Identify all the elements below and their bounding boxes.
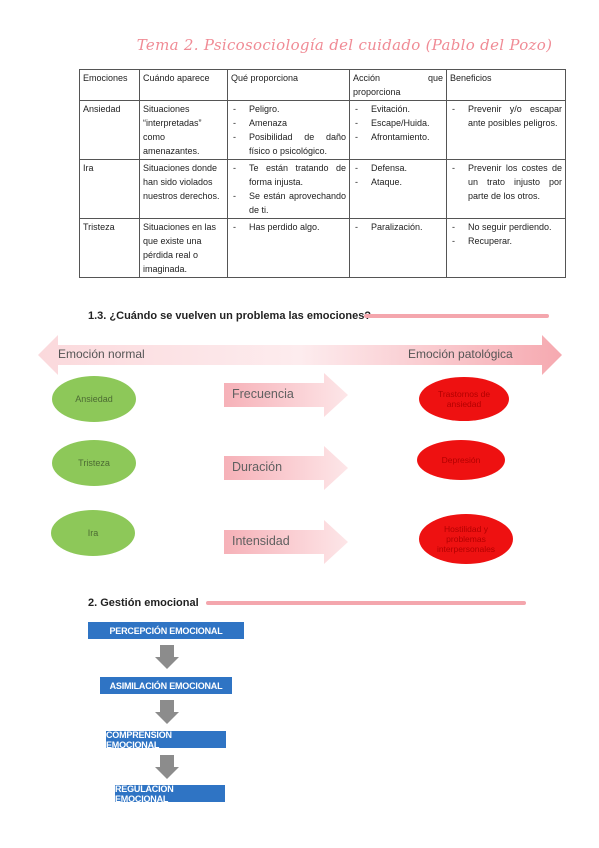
cell-emotion: Ira <box>79 159 140 219</box>
list-item: Ataque. <box>353 175 443 189</box>
list-item: Evitación. <box>353 102 443 116</box>
list-item: Prevenir los costes de un trato injusto … <box>450 161 562 203</box>
list-item: Posibilidad de daño físico o psicológico… <box>231 130 346 158</box>
emotions-table: Emociones Cuándo aparece Qué proporciona… <box>79 69 566 278</box>
cell-benefits: No seguir perdiendo. Recuperar. <box>446 218 566 278</box>
page-title: Tema 2. Psicosociología del cuidado (Pab… <box>136 36 553 54</box>
label-duracion: Duración <box>232 460 283 474</box>
arrow-right-icon <box>224 373 348 417</box>
cell-emotion: Ansiedad <box>79 100 140 160</box>
section-heading-problem: 1.3. ¿Cuándo se vuelven un problema las … <box>88 310 372 322</box>
header-emociones: Emociones <box>79 69 140 101</box>
table-header-row: Emociones Cuándo aparece Qué proporciona… <box>79 69 566 101</box>
cell-action: Paralización. <box>349 218 447 278</box>
oval-ansiedad: Ansiedad <box>52 376 136 422</box>
table-row: Tristeza Situaciones en las que existe u… <box>79 218 566 278</box>
arrow-right-icon <box>224 520 348 564</box>
label-emocion-normal: Emoción normal <box>58 347 145 361</box>
header-cuando-aparece: Cuándo aparece <box>139 69 228 101</box>
cell-emotion: Tristeza <box>79 218 140 278</box>
label-emocion-patologica: Emoción patológica <box>408 347 513 361</box>
cell-when: Situaciones “interpretadas” como amenaza… <box>139 100 228 160</box>
cell-when: Situaciones en las que existe una pérdid… <box>139 218 228 278</box>
heading-underline <box>206 601 526 605</box>
list-item: Defensa. <box>353 161 443 175</box>
oval-tristeza: Tristeza <box>52 440 136 486</box>
list-item: Peligro. <box>231 102 346 116</box>
oval-ira: Ira <box>51 510 135 556</box>
arrow-down-icon <box>155 645 179 669</box>
cell-provides: Has perdido algo. <box>227 218 350 278</box>
step-regulacion: REGULACIÓN EMOCIONAL <box>115 784 225 804</box>
oval-hostilidad: Hostilidad y problemas interpersonales <box>419 514 513 564</box>
oval-trastornos-ansiedad: Trastornos de ansiedad <box>419 377 509 421</box>
list-item: Escape/Huida. <box>353 116 443 130</box>
arrow-right-icon <box>224 446 348 490</box>
cell-action: Defensa. Ataque. <box>349 159 447 219</box>
step-asimilacion: ASIMILACIÓN EMOCIONAL <box>100 677 232 694</box>
step-comprension: COMPRENSIÓN EMOCIONAL <box>106 730 226 750</box>
arrow-down-icon <box>155 700 179 724</box>
arrow-down-icon <box>155 755 179 779</box>
cell-provides: Peligro. Amenaza Posibilidad de daño fís… <box>227 100 350 160</box>
label-intensidad: Intensidad <box>232 534 290 548</box>
header-beneficios: Beneficios <box>446 69 566 101</box>
header-accion: Acción que proporciona <box>349 69 447 101</box>
header-que-proporciona: Qué proporciona <box>227 69 350 101</box>
step-percepcion: PERCEPCIÓN EMOCIONAL <box>88 622 244 639</box>
cell-provides: Te están tratando de forma injusta. Se e… <box>227 159 350 219</box>
list-item: Has perdido algo. <box>231 220 346 234</box>
table-row: Ansiedad Situaciones “interpretadas” com… <box>79 100 566 160</box>
table-row: Ira Situaciones donde han sido violados … <box>79 159 566 219</box>
list-item: Recuperar. <box>450 234 562 248</box>
cell-when: Situaciones donde han sido violados nues… <box>139 159 228 219</box>
list-item: Amenaza <box>231 116 346 130</box>
list-item: Afrontamiento. <box>353 130 443 144</box>
list-item: Paralización. <box>353 220 443 234</box>
cell-action: Evitación. Escape/Huida. Afrontamiento. <box>349 100 447 160</box>
list-item: Te están tratando de forma injusta. <box>231 161 346 189</box>
cell-benefits: Prevenir los costes de un trato injusto … <box>446 159 566 219</box>
label-frecuencia: Frecuencia <box>232 387 294 401</box>
heading-underline <box>364 314 549 318</box>
list-item: No seguir perdiendo. <box>450 220 562 234</box>
cell-benefits: Prevenir y/o escapar ante posibles pelig… <box>446 100 566 160</box>
oval-depresion: Depresión <box>417 440 505 480</box>
section-heading-gestion: 2. Gestión emocional <box>88 597 199 609</box>
list-item: Se están aprovechando de ti. <box>231 189 346 217</box>
list-item: Prevenir y/o escapar ante posibles pelig… <box>450 102 562 130</box>
double-arrow-icon <box>38 335 562 375</box>
